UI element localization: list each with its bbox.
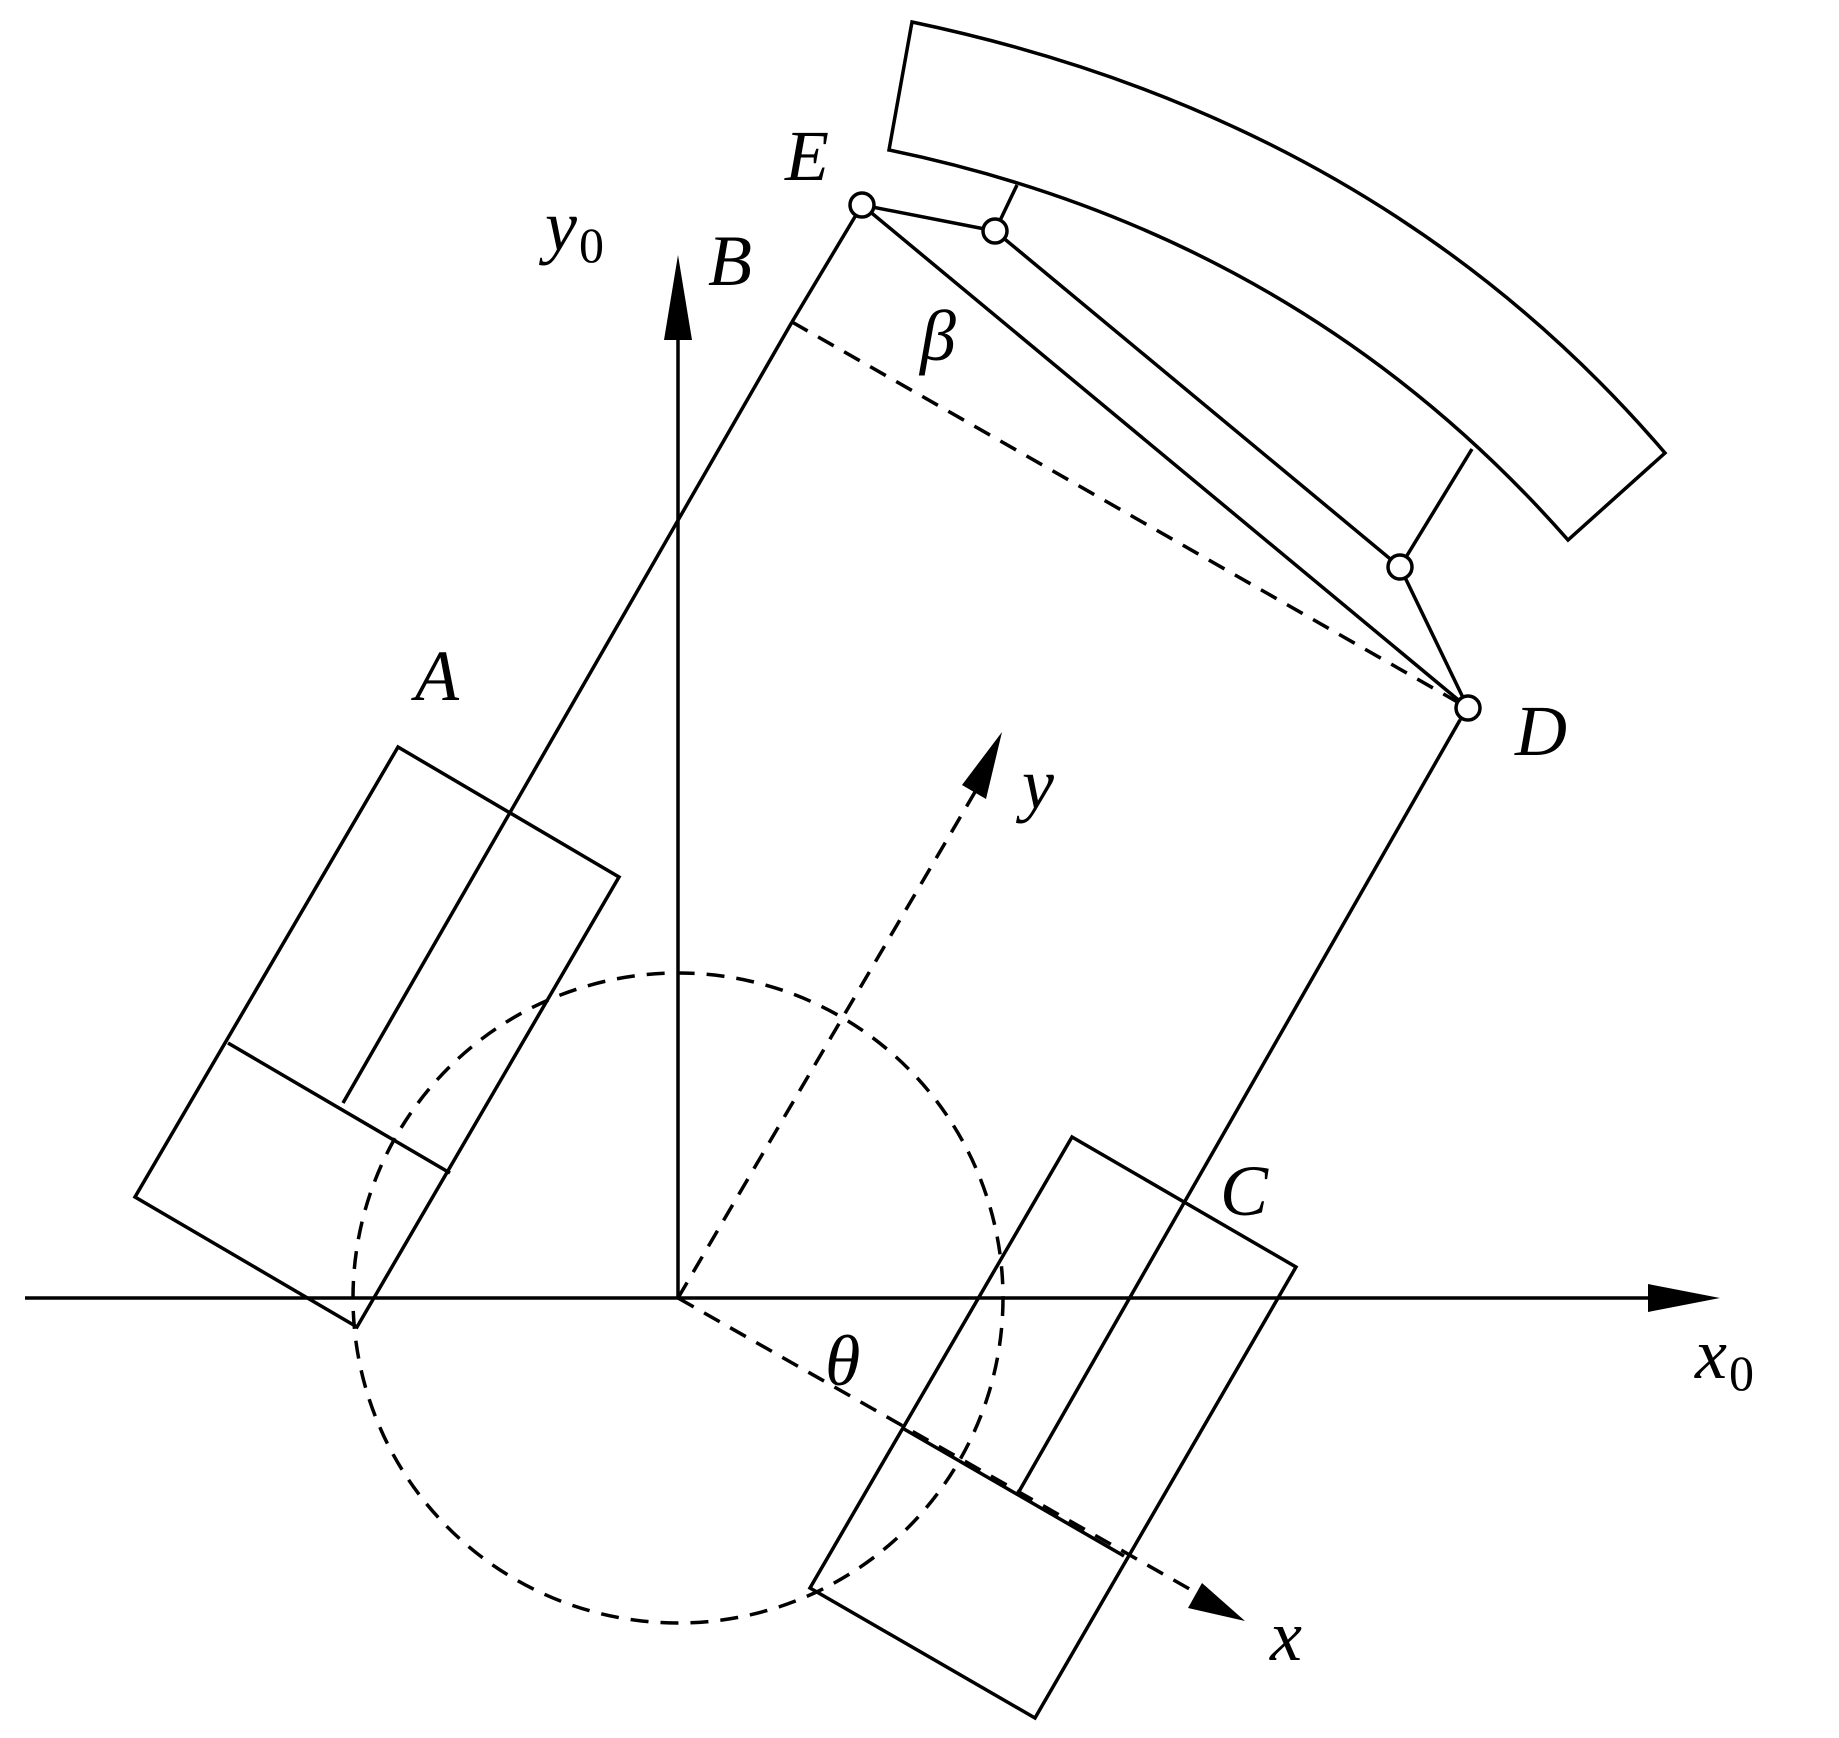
x0-axis-arrowhead: [1648, 1284, 1720, 1312]
hinge-G: [1386, 553, 1414, 581]
y-axis-arrowhead: [962, 732, 1002, 799]
label-D: D: [1514, 691, 1567, 771]
right-side-member: [1015, 719, 1462, 1496]
label-x: x: [1269, 1596, 1302, 1676]
reference-circle: [351, 971, 1005, 1625]
y0-axis-arrowhead: [664, 255, 692, 340]
label-theta: θ: [825, 1321, 860, 1401]
label-x0-base: x: [1694, 1314, 1727, 1394]
label-beta: β: [918, 296, 956, 376]
label-A: A: [411, 636, 460, 716]
link-E-F: [861, 203, 996, 233]
label-y0-base: y: [538, 186, 577, 266]
hinge-D: [1454, 694, 1482, 722]
hinge-E: [848, 191, 876, 219]
link-G-D: [1398, 566, 1470, 709]
x-axis-arrowhead: [1188, 1583, 1245, 1621]
label-y: y: [1015, 744, 1054, 824]
platform-strut-2: [1398, 448, 1474, 568]
wheel-A: [132, 744, 622, 1330]
curved-platform: [886, 19, 1668, 543]
label-y0: y0: [538, 186, 604, 273]
label-C: C: [1220, 1151, 1269, 1231]
label-x0-sub: 0: [1729, 1345, 1754, 1401]
label-E: E: [784, 116, 829, 196]
label-y0-sub: 0: [579, 217, 604, 273]
link-E-D: [860, 203, 1470, 710]
hinge-F: [981, 217, 1009, 245]
link-F-G: [993, 229, 1402, 569]
x-axis-body: [677, 1296, 1201, 1597]
dashed-line-B-D: [791, 320, 1469, 710]
left-side-member: [341, 321, 794, 1104]
wheel-C: [807, 1134, 1299, 1721]
top-member-B-E: [790, 204, 864, 323]
y-axis-body: [676, 774, 987, 1299]
label-x0: x0: [1694, 1314, 1754, 1401]
wheel-C-divider: [903, 1427, 1125, 1558]
wheel-A-divider: [227, 1041, 451, 1175]
label-B: B: [708, 221, 752, 301]
